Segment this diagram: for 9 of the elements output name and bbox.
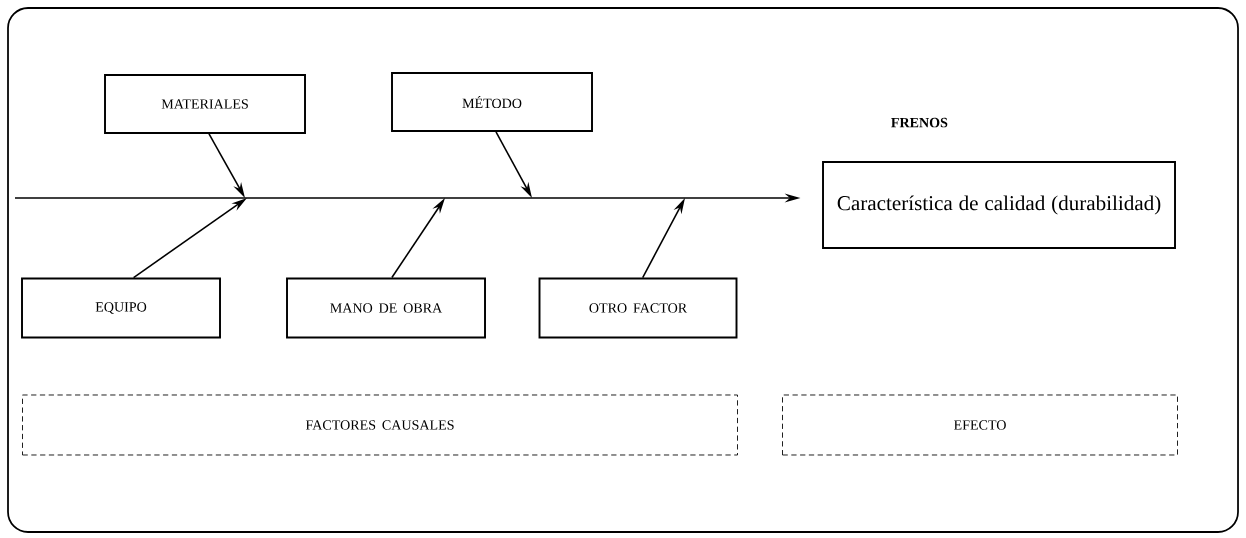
cause-box: MATERIALES — [104, 74, 306, 134]
category-band: FACTORES CAUSALES — [22, 394, 738, 456]
effect-box: Característica de calidad (durabilidad) — [822, 161, 1176, 249]
heading: FRENOS — [891, 117, 948, 128]
cause-box: MÉTODO — [391, 72, 593, 132]
category-band: EFECTO — [782, 394, 1178, 456]
cause-box: OTRO FACTOR — [538, 277, 738, 339]
cause-box: MANO DE OBRA — [286, 277, 486, 339]
cause-box: EQUIPO — [21, 277, 221, 339]
